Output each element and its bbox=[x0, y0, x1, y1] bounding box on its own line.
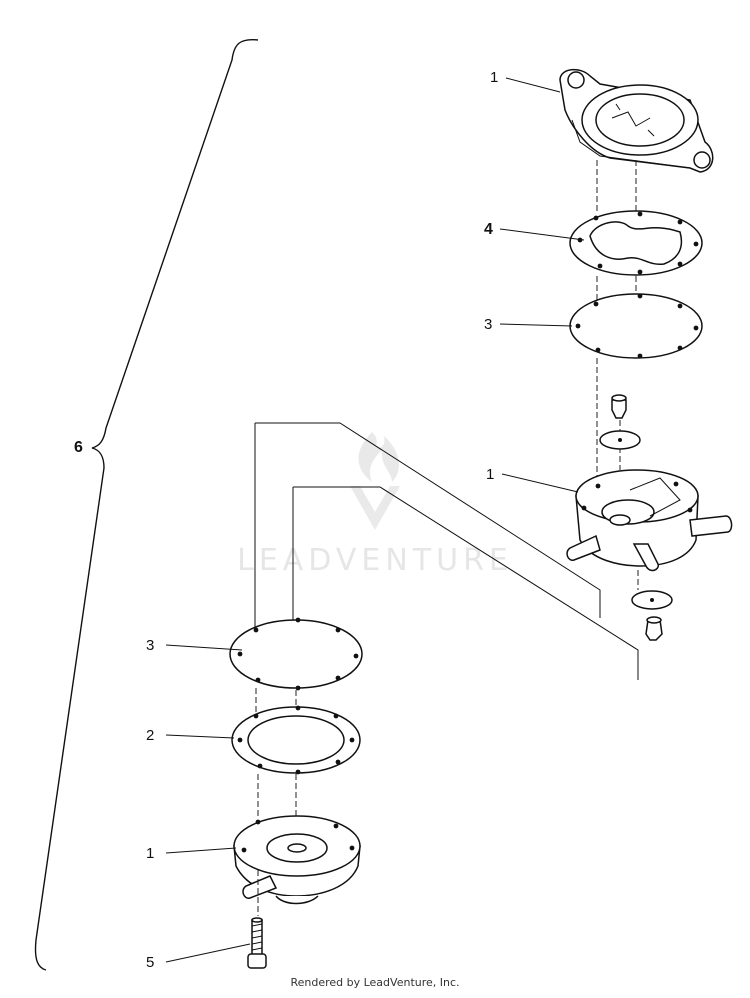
callout-6-assembly: 6 bbox=[74, 439, 83, 456]
flame-logo-icon bbox=[350, 432, 400, 530]
watermark: LEADVENTURE bbox=[237, 432, 513, 578]
callout-3-bottom-diaphragm: 3 bbox=[146, 637, 154, 654]
top-cover-part bbox=[559, 68, 714, 173]
leader-lines bbox=[165, 77, 585, 963]
gasket-part-2 bbox=[231, 705, 361, 775]
check-valve-upper bbox=[599, 394, 641, 450]
callout-1-top-cover: 1 bbox=[490, 69, 498, 86]
callout-5-screw: 5 bbox=[146, 954, 154, 971]
pump-base-part bbox=[233, 815, 361, 905]
callout-1-base: 1 bbox=[146, 845, 154, 862]
pump-body-part bbox=[566, 469, 733, 572]
watermark-text: LEADVENTURE bbox=[237, 543, 513, 578]
assembly-path-lines bbox=[254, 422, 639, 680]
callout-1-pump-body: 1 bbox=[486, 466, 494, 483]
callout-4-gasket: 4 bbox=[484, 221, 493, 238]
screw-part-5 bbox=[247, 917, 267, 969]
diaphragm-part-3-top bbox=[569, 293, 703, 359]
diaphragm-part-3-bottom bbox=[229, 617, 363, 691]
assembly-bracket bbox=[34, 38, 259, 971]
callout-2-gasket: 2 bbox=[146, 727, 154, 744]
footer-credit: Rendered by LeadVenture, Inc. bbox=[290, 976, 460, 989]
callout-3-top-diaphragm: 3 bbox=[484, 316, 492, 333]
gasket-part-4 bbox=[569, 210, 703, 276]
check-valve-lower bbox=[631, 590, 673, 641]
